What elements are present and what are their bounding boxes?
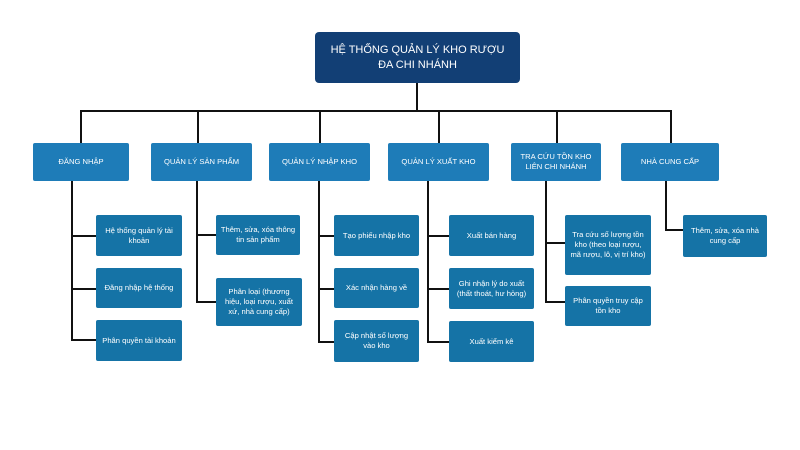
branch-line bbox=[665, 229, 683, 231]
root-connector bbox=[416, 83, 418, 110]
category-connector bbox=[556, 110, 558, 144]
category-connector bbox=[197, 110, 199, 144]
item-phan-loai: Phân loại (thương hiệu, loại rượu, xuất … bbox=[216, 278, 302, 326]
category-connector bbox=[80, 110, 82, 144]
root-node: HỆ THỐNG QUẢN LÝ KHO RƯỢU ĐA CHI NHÁNH bbox=[315, 32, 520, 83]
category-connector bbox=[438, 110, 440, 144]
item-ghi-nhan-ly-do-xuat: Ghi nhận lý do xuất (thất thoát, hư hỏng… bbox=[449, 268, 534, 309]
item-xuat-kiem-ke: Xuất kiểm kê bbox=[449, 321, 534, 362]
category-quan-ly-san-pham: QUẢN LÝ SẢN PHẨM bbox=[151, 143, 252, 181]
branch-line bbox=[71, 235, 96, 237]
item-dang-nhap-he-thong: Đăng nhập hệ thống bbox=[96, 268, 182, 308]
branch-line bbox=[71, 339, 96, 341]
item-he-thong-quan-ly-tai-khoan: Hệ thống quản lý tài khoản bbox=[96, 215, 182, 256]
item-cap-nhat-so-luong: Cập nhật số lượng vào kho bbox=[334, 320, 419, 362]
branch-line bbox=[318, 341, 334, 343]
category-quan-ly-nhap-kho: QUẢN LÝ NHẬP KHO bbox=[269, 143, 370, 181]
branch-line bbox=[196, 234, 216, 236]
column-stem bbox=[427, 181, 429, 343]
category-connector bbox=[319, 110, 321, 144]
branch-line bbox=[318, 288, 334, 290]
column-stem bbox=[71, 181, 73, 341]
item-xac-nhan-hang-ve: Xác nhận hàng về bbox=[334, 268, 419, 308]
category-dang-nhap: ĐĂNG NHẬP bbox=[33, 143, 129, 181]
item-xuat-ban-hang: Xuất bán hàng bbox=[449, 215, 534, 256]
branch-line bbox=[427, 341, 449, 343]
branch-line bbox=[196, 301, 216, 303]
branch-line bbox=[545, 301, 565, 303]
branch-line bbox=[545, 242, 565, 244]
column-stem bbox=[196, 181, 198, 303]
category-nha-cung-cap: NHÀ CUNG CẤP bbox=[621, 143, 719, 181]
branch-line bbox=[318, 235, 334, 237]
item-them-sua-xoa-san-pham: Thêm, sửa, xóa thông tin sản phẩm bbox=[216, 215, 300, 255]
item-tra-cuu-so-luong-ton-kho: Tra cứu số lượng tồn kho (theo loại rượu… bbox=[565, 215, 651, 275]
item-phan-quyen-truy-cap: Phân quyền truy cập tồn kho bbox=[565, 286, 651, 326]
category-quan-ly-xuat-kho: QUẢN LÝ XUẤT KHO bbox=[388, 143, 489, 181]
category-bus bbox=[80, 110, 672, 112]
item-tao-phieu-nhap-kho: Tạo phiếu nhập kho bbox=[334, 215, 419, 256]
item-them-sua-xoa-nha-cung-cap: Thêm, sửa, xóa nhà cung cấp bbox=[683, 215, 767, 257]
category-connector bbox=[670, 110, 672, 144]
branch-line bbox=[427, 288, 449, 290]
category-tra-cuu-ton-kho: TRA CỨU TỒN KHO LIÊN CHI NHÁNH bbox=[511, 143, 601, 181]
column-stem bbox=[318, 181, 320, 343]
column-stem bbox=[665, 181, 667, 231]
branch-line bbox=[427, 235, 449, 237]
item-phan-quyen-tai-khoan: Phân quyền tài khoản bbox=[96, 320, 182, 361]
branch-line bbox=[71, 288, 96, 290]
